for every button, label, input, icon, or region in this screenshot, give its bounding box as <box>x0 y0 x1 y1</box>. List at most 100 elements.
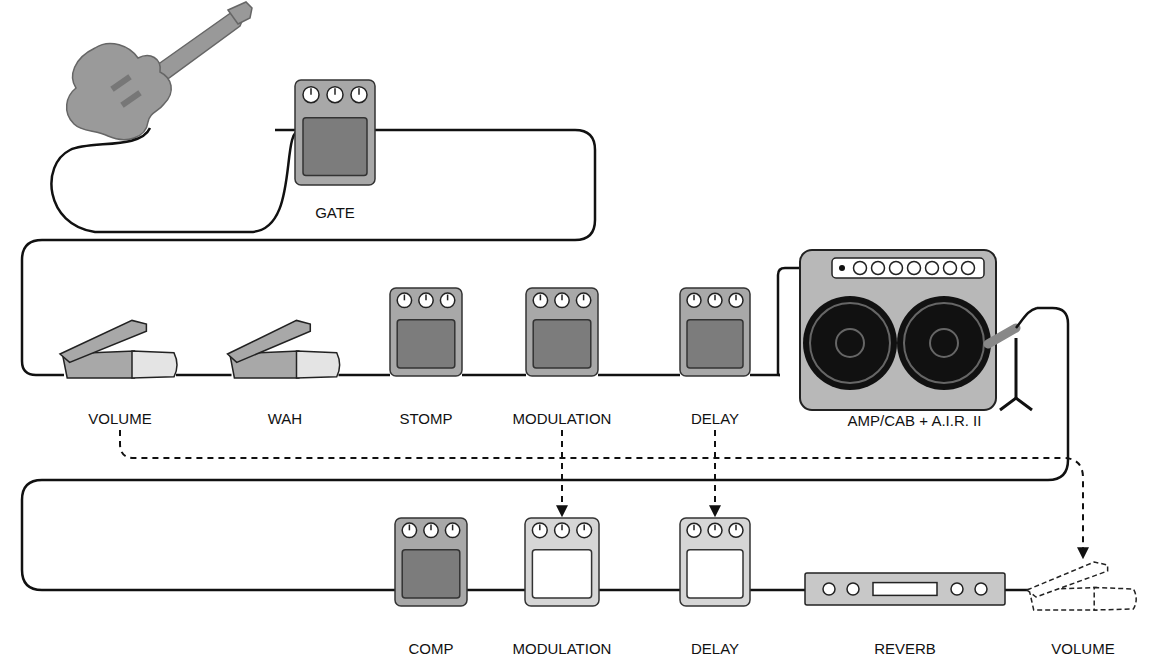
pedal-treadle <box>1027 562 1108 597</box>
jack-stub <box>750 589 780 592</box>
pedal-graphic <box>497 518 627 610</box>
knob <box>419 293 433 307</box>
footswitch <box>533 320 591 368</box>
amp-cabinet <box>800 250 996 410</box>
guitar <box>67 2 252 140</box>
signal-cable <box>486 374 497 377</box>
pedal-heel <box>1094 588 1136 611</box>
rack-display <box>873 583 937 596</box>
signal-cable <box>491 589 497 592</box>
pedal-graphic <box>650 288 780 380</box>
knob-mark <box>561 524 563 530</box>
knob <box>555 523 570 538</box>
knob-mark <box>540 295 542 301</box>
knob-mark <box>693 525 695 531</box>
jack-stub <box>339 374 356 377</box>
microphone <box>988 328 1016 344</box>
pedal-node: MODULATION <box>497 288 627 428</box>
label-row: REVERB <box>800 640 1010 658</box>
pedal-graphic <box>366 288 486 380</box>
knob <box>555 293 569 307</box>
knob <box>576 293 590 307</box>
pedal-label: WAH <box>266 410 304 427</box>
label-row: MODULATION <box>497 410 627 428</box>
amp-knob <box>908 262 921 275</box>
label-row: AMP/CAB + A.I.R. II <box>792 412 1037 430</box>
jack-stub <box>467 589 491 592</box>
pedal-treadle <box>228 320 311 362</box>
pedal-body <box>395 518 467 606</box>
knob-mark <box>310 88 312 94</box>
signal-cable <box>190 374 215 377</box>
jack-stub <box>650 589 680 592</box>
pedal-graphic <box>50 318 190 382</box>
knob-mark <box>714 525 716 531</box>
knob <box>424 523 438 537</box>
amp-panel <box>832 258 984 278</box>
amp-knob <box>890 262 903 275</box>
pedal-label: GATE <box>313 204 357 221</box>
knob <box>533 293 547 307</box>
pedal-treadle <box>60 320 146 362</box>
knob-mark <box>358 88 360 94</box>
signal-cable <box>780 589 800 592</box>
pedal-graphic <box>650 518 780 610</box>
jack-stub <box>375 129 395 132</box>
pedal-label: DELAY <box>689 410 741 427</box>
knob-mark <box>334 88 336 94</box>
knob-mark <box>735 295 737 301</box>
amp-knob <box>926 262 939 275</box>
pedal-node: AMP/CAB + A.I.R. II <box>792 248 1037 430</box>
pedal-node: REVERB <box>800 573 1010 658</box>
speaker <box>803 296 897 390</box>
pedal-node: WAH <box>215 318 355 428</box>
knob <box>440 293 454 307</box>
footswitch <box>303 118 367 176</box>
knob <box>729 293 743 307</box>
signal-cable <box>627 374 650 377</box>
pedal-label: MODULATION <box>511 640 614 657</box>
knob <box>397 293 411 307</box>
knob <box>729 523 743 537</box>
rack-knob <box>951 583 963 595</box>
pedal-graphic <box>1024 560 1142 614</box>
control-link <box>561 430 563 516</box>
mic-stand <box>1015 338 1018 400</box>
pedal-graphic <box>275 80 395 189</box>
jack-stub <box>650 374 680 377</box>
knob-mark <box>404 295 406 301</box>
knob-mark <box>714 295 716 301</box>
pedal-heel <box>132 351 177 378</box>
pedal-label: VOLUME <box>86 410 153 427</box>
label-row: DELAY <box>650 410 780 428</box>
pedal-body <box>525 518 599 606</box>
knob <box>577 523 592 538</box>
jack-stub <box>497 374 526 377</box>
pedal-label: VOLUME <box>1049 640 1116 657</box>
pedal-body <box>390 288 462 376</box>
pedal-node: DELAY <box>650 288 780 428</box>
amp-knob <box>872 262 885 275</box>
pedal-body <box>526 288 598 376</box>
signal-cable <box>778 268 792 375</box>
footswitch <box>687 550 743 598</box>
knob <box>708 523 722 537</box>
footswitch <box>397 320 455 368</box>
pedal-label: DELAY <box>689 640 741 657</box>
knob <box>532 523 547 538</box>
jack-stub <box>366 374 390 377</box>
footswitch <box>532 550 591 598</box>
pedal-node: VOLUME <box>1024 560 1142 658</box>
amp-knob <box>962 262 975 275</box>
signal-cable <box>355 374 366 377</box>
rack-knob <box>823 583 835 595</box>
pedal-body <box>680 288 750 376</box>
mic-cable <box>1016 308 1037 328</box>
signal-cable <box>627 589 650 592</box>
knob-mark <box>430 525 432 531</box>
control-link <box>120 430 1083 558</box>
speaker <box>897 296 991 390</box>
pedal-body <box>680 518 750 606</box>
pedal-graphic <box>792 248 1037 417</box>
